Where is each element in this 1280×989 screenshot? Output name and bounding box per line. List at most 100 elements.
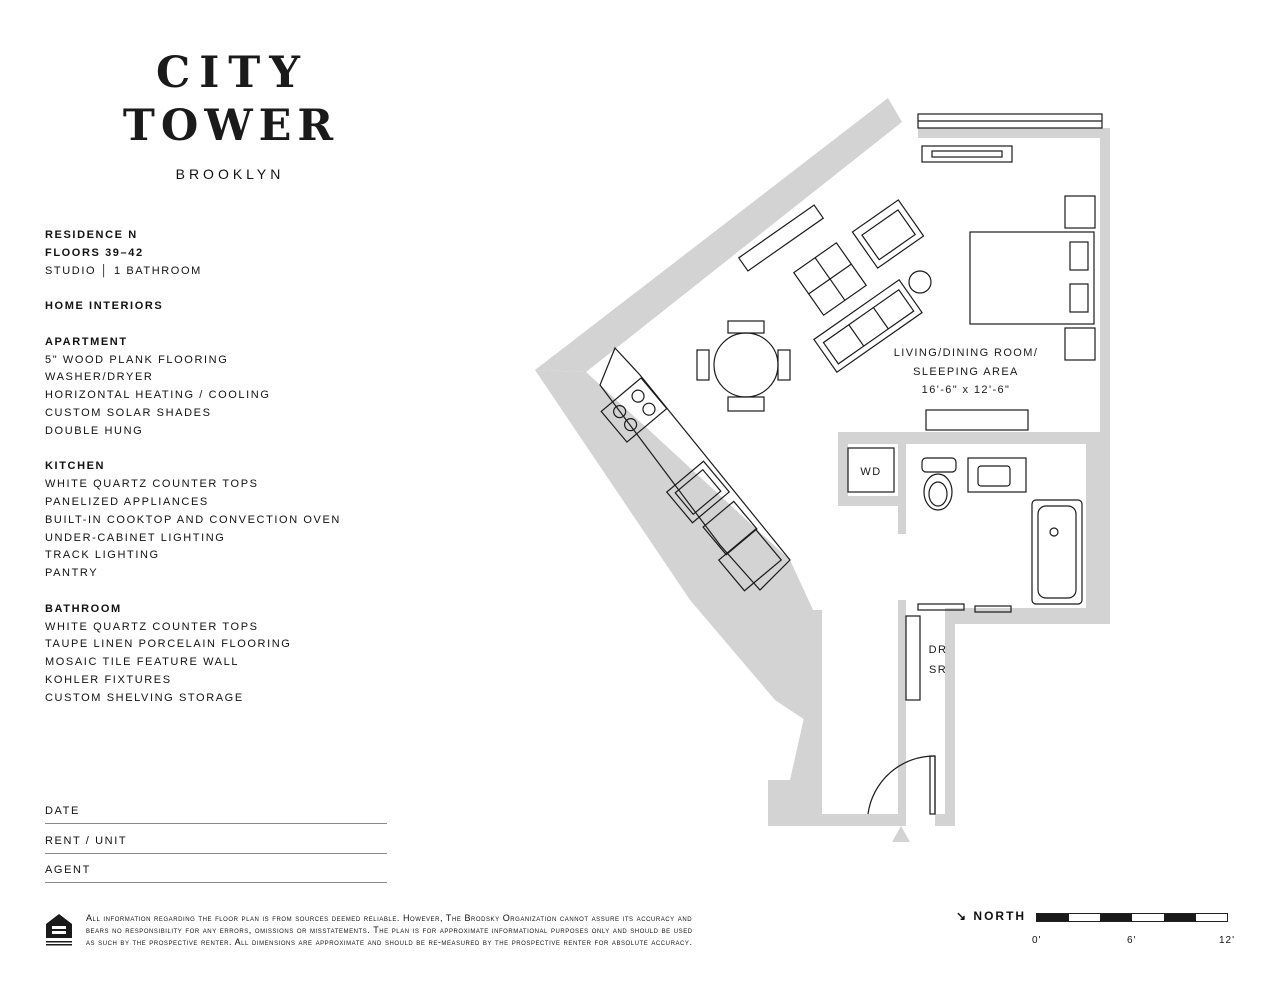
agent-label: AGENT: [45, 864, 91, 876]
apartment-item: WASHER/DRYER: [45, 371, 154, 384]
room-label-line2: SLEEPING AREA: [913, 366, 1019, 378]
scale-label: 6': [1127, 935, 1137, 946]
interiors-heading: HOME INTERIORS: [45, 300, 164, 313]
bath-shelf: [974, 605, 1012, 613]
wall-bath-right: [1086, 444, 1110, 624]
closet-door: [905, 615, 921, 701]
brand-line-tower: TOWER: [122, 101, 340, 151]
bathtub-drain: [1049, 527, 1059, 537]
vanity: [967, 457, 1027, 493]
cooktop: [600, 377, 668, 443]
entry-door-swing: [867, 755, 936, 815]
brand-line-city: CITY: [155, 48, 310, 98]
wall-hall-left: [898, 600, 906, 826]
washer-dryer-label: WD: [860, 466, 881, 478]
washer-dryer: [847, 447, 895, 493]
kitchen-item: BUILT-IN COOKTOP AND CONVECTION OVEN: [45, 513, 341, 526]
console-table: [925, 409, 1029, 431]
dining-chair: [777, 349, 791, 381]
equal-housing-icon: [46, 914, 72, 946]
wall-hall-right: [945, 608, 955, 826]
north-label: NORTH: [973, 909, 1027, 923]
scale-segment: [1037, 914, 1069, 921]
brand-line-brooklyn: BROOKLYN: [175, 166, 285, 182]
toilet-seat: [928, 481, 948, 507]
walls: [535, 98, 1110, 826]
wall-diagonal: [535, 98, 902, 372]
room-label-line1: LIVING/DINING ROOM/: [894, 347, 1039, 359]
side-table: [908, 270, 932, 294]
north-indicator: ↘ NORTH: [956, 909, 1026, 923]
closet-label-sr: SR: [929, 664, 947, 676]
apartment-heading: APARTMENT: [45, 335, 128, 348]
brand-logo: CITY TOWER BROOKLYN: [100, 48, 356, 183]
apartment-item: 5" WOOD PLANK FLOORING: [45, 353, 229, 366]
bathroom-item: CUSTOM SHELVING STORAGE: [45, 691, 244, 704]
scale-label: 12': [1219, 935, 1236, 946]
scale-label: 0': [1032, 935, 1042, 946]
rent-unit-field[interactable]: RENT / UNIT: [45, 835, 387, 854]
pillow: [1069, 241, 1089, 271]
nightstand: [1064, 195, 1096, 229]
entry-arrow-icon: [892, 826, 910, 842]
dining-table: [713, 332, 779, 398]
wall-bath-bottom: [945, 608, 1110, 624]
scale-bar: [1036, 913, 1228, 922]
rent-unit-label: RENT / UNIT: [45, 835, 128, 847]
media-console: [737, 204, 825, 272]
scale-segment: [1100, 914, 1132, 921]
kitchen-item: PANTRY: [45, 567, 99, 580]
bath-shelf: [917, 603, 965, 611]
residence-floors: FLOORS 39–42: [45, 246, 144, 259]
fridge: [702, 500, 758, 556]
pillow: [1069, 283, 1089, 313]
apartment-item: HORIZONTAL HEATING / COOLING: [45, 389, 271, 402]
sofa: [813, 278, 923, 374]
closet-label-dr: DR: [929, 644, 948, 656]
wall-east: [1100, 128, 1110, 618]
apartment-item: DOUBLE HUNG: [45, 424, 144, 437]
kitchen-heading: KITCHEN: [45, 460, 106, 473]
wall-north: [918, 128, 1110, 138]
wall-wd-bottom: [838, 496, 898, 506]
residence-name: RESIDENCE N: [45, 229, 138, 241]
nightstand: [1064, 327, 1096, 361]
wall-lower-left: [768, 610, 868, 826]
residence-type: STUDIO │ 1 BATHROOM: [45, 264, 202, 277]
pantry: [717, 528, 783, 592]
kitchen-item: WHITE QUARTZ COUNTER TOPS: [45, 478, 259, 491]
bathroom-heading: BATHROOM: [45, 602, 122, 615]
disclaimer-line: All information regarding the floor plan…: [86, 913, 693, 923]
kitchen-item: UNDER-CABINET LIGHTING: [45, 531, 226, 544]
vanity-sink: [977, 465, 1011, 487]
residence-specs: RESIDENCE N FLOORS 39–42 STUDIO │ 1 BATH…: [45, 227, 405, 708]
bathtub-basin: [1037, 505, 1077, 599]
scale-segment: [1164, 914, 1196, 921]
hvac-unit: [921, 145, 1013, 163]
room-dimensions: 16'-6" x 12'-6": [922, 384, 1011, 396]
bathroom-item: WHITE QUARTZ COUNTER TOPS: [45, 620, 259, 633]
date-field[interactable]: DATE: [45, 805, 387, 824]
hvac-grille: [931, 150, 1003, 158]
bathtub: [1031, 499, 1083, 605]
disclaimer: All information regarding the floor plan…: [86, 913, 954, 948]
wall-door-right: [935, 814, 955, 826]
bathroom-item: KOHLER FIXTURES: [45, 673, 172, 686]
wall-wd-left: [838, 432, 848, 502]
disclaimer-line: bears no responsibility for any errors, …: [86, 924, 693, 935]
wall-bath-left: [898, 444, 906, 534]
armchair: [851, 199, 925, 269]
fixtures: [599, 113, 1103, 815]
bathroom-item: MOSAIC TILE FEATURE WALL: [45, 656, 240, 669]
dining-chair: [727, 396, 765, 412]
apartment-item: CUSTOM SOLAR SHADES: [45, 406, 212, 419]
dining-chair: [727, 320, 765, 334]
arrow-down-right-icon: ↘: [956, 909, 969, 923]
dining-chair: [696, 349, 710, 381]
wall-partition: [838, 432, 1110, 444]
agent-field[interactable]: AGENT: [45, 864, 387, 883]
bathroom-item: TAUPE LINEN PORCELAIN FLOORING: [45, 638, 292, 651]
entry-door-leaf: [929, 755, 936, 815]
toilet-bowl: [923, 473, 953, 511]
